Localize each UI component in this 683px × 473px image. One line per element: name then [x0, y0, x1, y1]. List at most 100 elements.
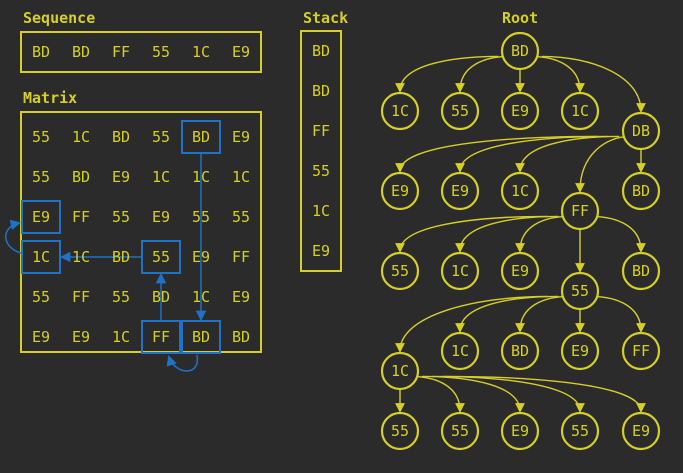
tree-node-label: E9	[451, 182, 469, 200]
tree-edge	[541, 55, 646, 113]
tree-edge	[455, 55, 510, 93]
tree-node-label: FF	[571, 202, 589, 220]
sequence-cell: BD	[72, 43, 90, 61]
stack-cell: BD	[312, 42, 330, 60]
tree-edge	[410, 375, 465, 413]
stack-cell: FF	[312, 122, 330, 140]
tree-edge	[530, 55, 585, 93]
stack-frame	[300, 30, 342, 272]
tree-node-label: 55	[451, 422, 469, 440]
tree-node-circle	[440, 411, 480, 451]
matrix-cell: 55	[152, 128, 170, 146]
tree-edge	[395, 55, 499, 93]
sequence-cell: E9	[232, 43, 250, 61]
tree-edge	[455, 215, 559, 253]
matrix-cell: 1C	[32, 248, 50, 266]
tree-edge	[575, 135, 631, 193]
matrix-cell: BD	[72, 168, 90, 186]
matrix-cell: E9	[32, 208, 50, 226]
tree-node-circle	[500, 251, 540, 291]
matrix-cell: 55	[32, 168, 50, 186]
tree-node-label: E9	[632, 422, 650, 440]
tree-node-label: 1C	[391, 362, 409, 380]
tree-node-label: 1C	[391, 102, 409, 120]
tree-node-label: DB	[632, 122, 650, 140]
highlighted-cell-box	[141, 320, 181, 354]
matrix-cell: 55	[112, 208, 130, 226]
tree-node-circle	[560, 91, 600, 131]
highlighted-cell-box	[181, 320, 221, 354]
tree-node-circle	[621, 111, 661, 151]
stack-heading: Stack	[303, 9, 348, 27]
matrix-cell: E9	[232, 128, 250, 146]
tree-node-label: BD	[632, 262, 650, 280]
tree-node-circle	[621, 331, 661, 371]
matrix-cell: 55	[32, 128, 50, 146]
selection-path-arrow	[5, 219, 22, 254]
matrix-cell: 55	[152, 248, 170, 266]
matrix-cell: BD	[192, 128, 210, 146]
tree-node-label: E9	[571, 342, 589, 360]
tree-node-circle	[500, 171, 540, 211]
tree-node-label: E9	[511, 422, 529, 440]
sequence-cell: BD	[32, 43, 50, 61]
sequence-cell: 55	[152, 43, 170, 61]
matrix-cell: BD	[152, 288, 170, 306]
tree-edge	[421, 375, 525, 413]
tree-node-circle	[500, 411, 540, 451]
tree-edge	[590, 215, 646, 253]
tree-edge	[515, 295, 570, 333]
matrix-cell: FF	[72, 288, 90, 306]
sequence-cell: 1C	[192, 43, 210, 61]
tree-node-label: BD	[511, 42, 529, 60]
tree-node-label: FF	[632, 342, 650, 360]
tree-node-circle	[380, 171, 420, 211]
tree-edge	[515, 135, 620, 173]
matrix-cell: 1C	[72, 248, 90, 266]
matrix-cell: 1C	[152, 168, 170, 186]
tree-node-circle	[560, 271, 600, 311]
tree-node-circle	[380, 351, 420, 391]
tree-node-label: 55	[451, 102, 469, 120]
matrix-cell: 55	[232, 208, 250, 226]
tree-edge	[395, 215, 548, 253]
selection-path-arrow	[166, 354, 199, 372]
highlighted-cell-box	[141, 240, 181, 274]
tree-edge	[455, 135, 609, 173]
tree-node-label: 1C	[451, 262, 469, 280]
tree-node-label: 1C	[571, 102, 589, 120]
tree-node-label: E9	[391, 182, 409, 200]
tree-node-label: 1C	[511, 182, 529, 200]
tree-node-label: 55	[571, 422, 589, 440]
matrix-cell: FF	[72, 208, 90, 226]
tree-node-circle	[500, 31, 540, 71]
stack-cell: 55	[312, 162, 330, 180]
tree-node-circle	[440, 171, 480, 211]
tree-node-label: E9	[511, 262, 529, 280]
tree-node-label: 55	[391, 422, 409, 440]
stack-cell: 1C	[312, 202, 330, 220]
matrix-cell: E9	[152, 208, 170, 226]
tree-node-label: 55	[571, 282, 589, 300]
tree-edge	[455, 295, 559, 333]
tree-node-circle	[621, 251, 661, 291]
matrix-cell: BD	[112, 248, 130, 266]
matrix-cell: 1C	[72, 128, 90, 146]
tree-node-circle	[380, 251, 420, 291]
tree-node-circle	[560, 191, 600, 231]
matrix-cell: 55	[192, 208, 210, 226]
tree-node-circle	[440, 91, 480, 131]
tree-node-circle	[440, 331, 480, 371]
matrix-cell: E9	[112, 168, 130, 186]
highlighted-cell-box	[181, 120, 221, 154]
tree-node-label: 55	[391, 262, 409, 280]
tree-node-circle	[621, 411, 661, 451]
matrix-cell: BD	[232, 328, 250, 346]
sequence-frame	[20, 31, 262, 73]
tree-edge	[443, 375, 646, 413]
tree-node-label: E9	[511, 102, 529, 120]
tree-node-label: BD	[511, 342, 529, 360]
matrix-cell: 55	[112, 288, 130, 306]
tree-node-circle	[380, 411, 420, 451]
